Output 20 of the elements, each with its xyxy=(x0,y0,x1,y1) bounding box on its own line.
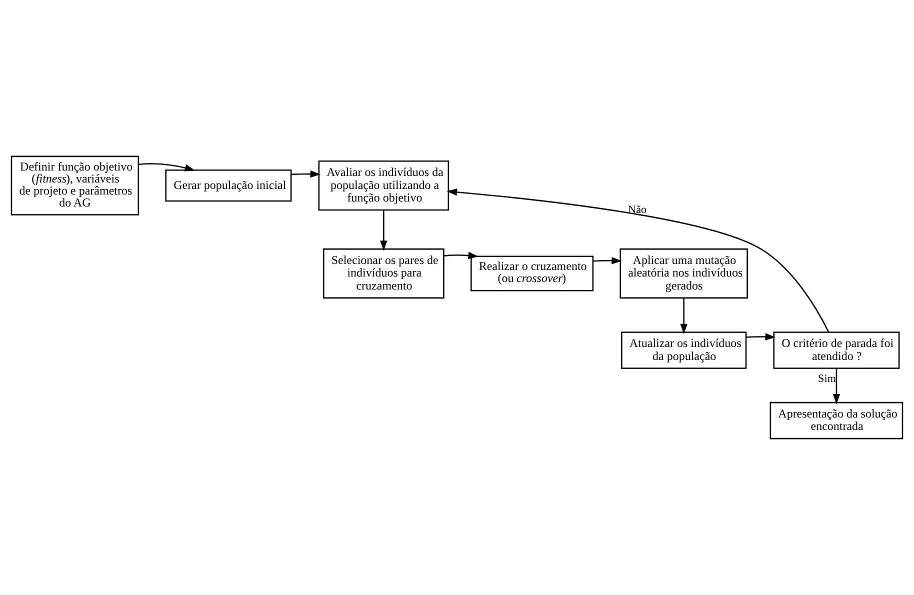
node-box: Apresentação da solução encontrada xyxy=(770,402,904,440)
arrow xyxy=(446,188,830,332)
arrow xyxy=(746,333,776,340)
node-box: Selecionar os pares de indivíduos para cruzamento xyxy=(323,248,444,299)
node-box: Atualizar os indivíduos da população xyxy=(621,332,747,369)
arrow xyxy=(444,252,479,260)
node-box: O critério de parada foi atendido ? xyxy=(773,332,900,369)
arrow xyxy=(138,163,196,172)
node-box: Gerar população inicial xyxy=(165,170,292,202)
node-box: Aplicar uma mutação aleatória nos indivíduos gerados xyxy=(620,248,748,299)
node-box: Realizar o cruzamento (ou crossover) xyxy=(470,256,594,292)
edge-label: Sim xyxy=(818,373,836,386)
arrow xyxy=(593,257,622,264)
arrow xyxy=(291,170,321,178)
arrow xyxy=(832,368,840,404)
node-box: Avaliar os indivíduos da população utilizando a função objetivo xyxy=(318,160,450,211)
node-box: Definir função objetivo (fitness), variáveis de projeto e parâmetros do AG xyxy=(10,156,140,216)
arrow xyxy=(680,298,688,334)
edge-label: Não xyxy=(628,204,647,216)
arrow xyxy=(380,210,388,251)
